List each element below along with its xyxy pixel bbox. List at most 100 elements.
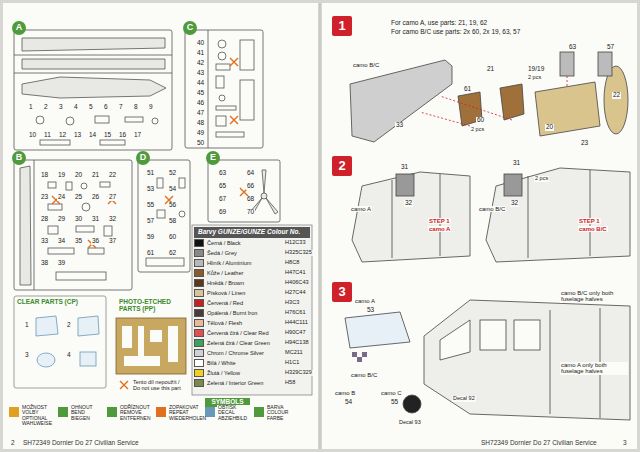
colour-code: MC211: [284, 350, 304, 356]
sprue-letter: E: [206, 151, 220, 165]
part-number: 16: [118, 132, 127, 139]
colour-swatch: [194, 269, 204, 277]
step-1-artwork: [535, 82, 600, 136]
step-reference: STEP 1: [428, 218, 451, 224]
colour-swatch: [194, 279, 204, 287]
page-footer: SH72349 Dornier Do 27 Civilian Service: [22, 440, 140, 447]
symbol-caption: OBTISK DECAL ABZIEHBILD: [217, 405, 253, 421]
part-number: 68: [246, 196, 255, 203]
sprue-c: [240, 40, 254, 70]
part-number: 29: [57, 216, 66, 223]
legend-row: Kůže / Leather: [194, 268, 282, 278]
sprue-b: [48, 226, 58, 234]
step-2-artwork: [352, 168, 630, 262]
colour-code: H58: [284, 380, 296, 386]
note-text: Tento díl nepoužít / Do not use this par…: [132, 380, 188, 392]
part-number: 49: [196, 130, 205, 137]
step-2-artwork: [528, 176, 529, 258]
legend-row: Opálená / Burnt Iron: [194, 308, 282, 318]
part-number: 59: [146, 234, 155, 241]
colour-name: Černá / Black: [207, 240, 241, 246]
part-number: 20: [545, 124, 554, 131]
sprue-a: [22, 77, 166, 98]
step-3-artwork: [403, 395, 421, 413]
symbol-caption: ZOPAKOVAT REPEAT WIEDERHOLEN: [168, 405, 204, 421]
step-3-artwork: [345, 300, 630, 420]
page-footer: 3: [622, 440, 628, 447]
part-number: 3: [24, 352, 30, 359]
camo-callout: camo A: [354, 298, 376, 304]
part-number: 61: [463, 86, 472, 93]
part-number: 31: [91, 216, 100, 223]
step-1-artwork: [420, 76, 567, 126]
step-reference: camo A: [428, 226, 451, 232]
sprue-letter: C: [183, 21, 197, 35]
callout-text: 2 pcs: [527, 75, 542, 81]
sprue-letter: D: [136, 151, 150, 165]
sprue-b: [48, 204, 62, 210]
part-number: 67: [218, 196, 227, 203]
legend-row: Zelená / Interior Green: [194, 378, 282, 388]
colour-name: Červená čirá / Clear Red: [207, 330, 269, 336]
photo-etch-fret: [116, 318, 186, 374]
colour-name: Chrom / Chrome Silver: [207, 350, 264, 356]
sprue-c: [185, 30, 263, 148]
sprue-d: [157, 210, 165, 218]
colour-code: H329C329: [284, 370, 313, 376]
step-3-artwork: [357, 357, 362, 362]
colour-code: H8C8: [284, 260, 300, 266]
sprue-c: [219, 95, 225, 101]
photo-etch-fret: [124, 356, 160, 366]
section-heading: CLEAR PARTS (CP): [16, 299, 104, 306]
colour-code: H3C3: [284, 300, 300, 306]
step-2-artwork: [486, 168, 630, 262]
part-number: 38: [40, 260, 49, 267]
legend-row: Červená čirá / Clear Red: [194, 328, 282, 338]
part-number: 14: [88, 132, 97, 139]
sprue-b: [14, 160, 132, 290]
colour-legend: Černá / BlackŠedá / GreyHliník / Alumini…: [194, 238, 282, 388]
colour-code: H76C61: [284, 310, 307, 316]
callout-text: 2 pcs: [470, 127, 485, 133]
legend-row: Červená / Red: [194, 298, 282, 308]
photo-etch-fret: [168, 326, 178, 362]
legend-row: Písková / Linen: [194, 288, 282, 298]
step-1-artwork: [560, 52, 574, 76]
sprue-c: [185, 30, 263, 148]
part-number: 9: [148, 104, 154, 111]
sprue-d: [146, 258, 184, 266]
sprue-a: [95, 116, 109, 123]
part-number: 15: [103, 132, 112, 139]
photo-etch-fret: [122, 326, 132, 348]
part-number: 55: [146, 202, 155, 209]
sprue-c: [218, 52, 226, 60]
legend-row: Zelená čirá / Clear Green: [194, 338, 282, 348]
legend-row: Tělová / Flesh: [194, 318, 282, 328]
part-number: 33: [40, 238, 49, 245]
camo-callout: camo B/C: [478, 206, 506, 212]
part-number: 26: [91, 194, 100, 201]
part-number: 40: [196, 40, 205, 47]
part-number: 52: [168, 170, 177, 177]
sprue-b: [20, 166, 31, 285]
sprue-b: [66, 182, 72, 190]
part-number: 44: [196, 80, 205, 87]
page-sheet: [3, 3, 318, 449]
photo-etch-fret: [138, 326, 144, 356]
symbol-icons: [107, 407, 117, 417]
colour-name: Žlutá / Yellow: [207, 370, 240, 376]
symbol-caption: OHNOUT BEND BIEGEN: [70, 405, 106, 421]
part-number: 22: [612, 92, 621, 99]
part-number: 42: [196, 60, 205, 67]
part-number: 24: [57, 194, 66, 201]
part-number: 60: [476, 117, 485, 124]
node-text: E: [210, 153, 216, 162]
callout-text: Decal 92: [452, 396, 476, 402]
step-number: 2: [332, 156, 352, 176]
part-number: 13: [73, 132, 82, 139]
sprue-b: [14, 160, 132, 290]
part-number: 56: [168, 202, 177, 209]
colour-swatch: [194, 249, 204, 257]
node-text: B: [16, 153, 23, 162]
step-2-artwork: [590, 170, 591, 256]
